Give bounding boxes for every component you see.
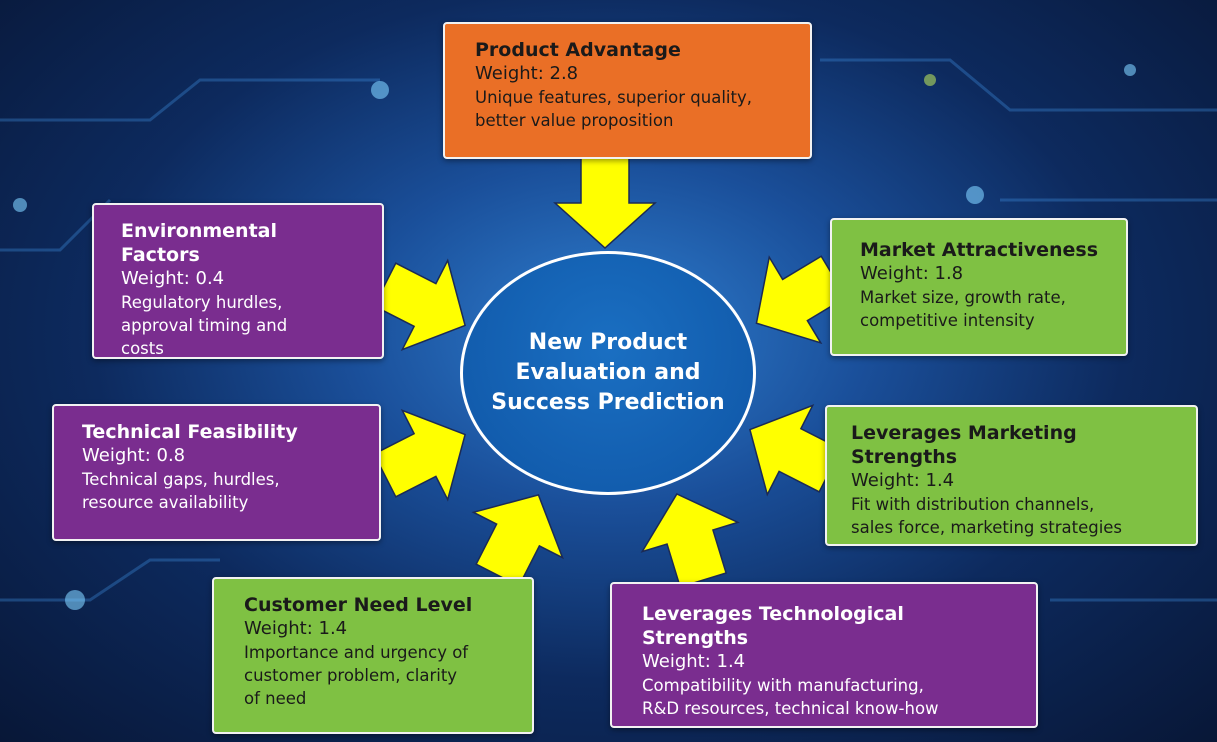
factor-technical-feasibility: Technical Feasibility Weight: 0.8 Techni… [52, 404, 381, 541]
factor-market-attractiveness: Market Attractiveness Weight: 1.8 Market… [830, 218, 1128, 356]
center-line-2: Evaluation and [515, 360, 701, 385]
factor-desc: sales force, marketing strategies [851, 518, 1123, 537]
factor-desc: customer problem, clarity [244, 666, 458, 685]
factor-title: Market Attractiveness [860, 239, 1099, 261]
factor-weight: Weight: 0.4 [121, 268, 225, 289]
factor-desc: resource availability [82, 493, 249, 512]
factor-desc: better value proposition [475, 111, 674, 130]
factor-desc: Fit with distribution channels, [851, 495, 1095, 514]
factor-customer-need-level: Customer Need Level Weight: 1.4 Importan… [212, 577, 534, 734]
factor-technological-strengths: Leverages Technological Strengths Weight… [610, 582, 1038, 728]
factor-desc: costs [121, 339, 164, 358]
factor-product-advantage: Product Advantage Weight: 2.8 Unique fea… [443, 22, 812, 159]
center-node: New Product Evaluation and Success Predi… [460, 251, 756, 495]
factor-weight: Weight: 1.4 [642, 651, 746, 672]
factor-desc: Compatibility with manufacturing, [642, 676, 924, 695]
arrow-technological-strengths [628, 478, 752, 596]
arrow-product-advantage [554, 157, 656, 249]
center-line-3: Success Prediction [491, 390, 725, 415]
factor-title: Technical Feasibility [82, 421, 298, 443]
factor-weight: Weight: 1.4 [851, 470, 955, 491]
factor-desc: competitive intensity [860, 311, 1035, 330]
factor-desc: Importance and urgency of [244, 643, 469, 662]
factor-desc: Regulatory hurdles, [121, 293, 283, 312]
factor-desc: Technical gaps, hurdles, [82, 470, 280, 489]
factor-desc: R&D resources, technical know-how [642, 699, 939, 718]
factor-title: Customer Need Level [244, 594, 473, 616]
factor-environmental-factors: Environmental Factors Weight: 0.4 Regula… [92, 203, 384, 359]
center-line-1: New Product [528, 330, 688, 355]
factor-desc: approval timing and [121, 316, 288, 335]
factor-title: Leverages Technological Strengths [642, 603, 904, 649]
factor-desc: Market size, growth rate, [860, 288, 1066, 307]
factor-title: Environmental Factors [121, 220, 277, 266]
factor-desc: of need [244, 689, 307, 708]
factor-weight: Weight: 2.8 [475, 63, 579, 84]
factor-weight: Weight: 0.8 [82, 445, 186, 466]
factor-title: Leverages Marketing Strengths [851, 422, 1077, 468]
factor-title: Product Advantage [475, 39, 681, 61]
factor-marketing-strengths: Leverages Marketing Strengths Weight: 1.… [825, 405, 1198, 546]
factor-weight: Weight: 1.4 [244, 618, 348, 639]
factor-weight: Weight: 1.8 [860, 263, 964, 284]
factor-desc: Unique features, superior quality, [475, 88, 752, 107]
